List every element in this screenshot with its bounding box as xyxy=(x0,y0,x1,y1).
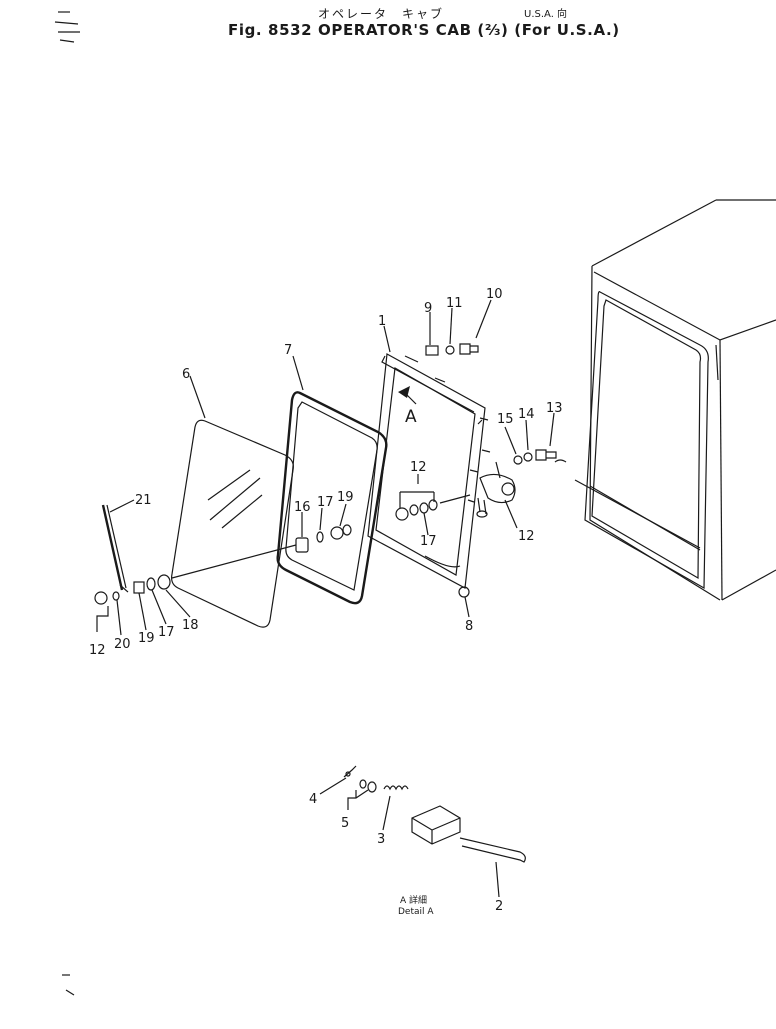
region-label: U.S.A. 向 xyxy=(524,9,568,20)
callout-20: 20 xyxy=(114,637,131,652)
callout-17-latch: 17 xyxy=(420,534,437,549)
nut-8 xyxy=(458,586,470,598)
latch-assembly xyxy=(476,461,516,518)
callout-9: 9 xyxy=(424,301,432,316)
callout-2: 2 xyxy=(495,899,503,914)
scan-marks xyxy=(54,11,80,996)
callout-17-center: 17 xyxy=(317,495,334,510)
callout-3: 3 xyxy=(377,832,385,847)
wiper-assembly xyxy=(94,504,171,605)
callout-11: 11 xyxy=(446,296,463,311)
callout-21: 21 xyxy=(135,493,152,508)
callout-12-right: 12 xyxy=(518,529,535,544)
callout-12-center: 12 xyxy=(410,460,427,475)
callout-15: 15 xyxy=(497,412,514,427)
right-hardware xyxy=(513,449,557,465)
detail-a-en-label: Detail A xyxy=(398,907,434,917)
callout-14: 14 xyxy=(518,407,535,422)
figure-title: Fig. 8532 OPERATOR'S CAB (⅔) (For U.S.A.… xyxy=(228,21,620,39)
callout-numbers: 1 9 11 10 7 6 21 14 15 13 12 12 16 17 19… xyxy=(89,287,563,914)
callout-7: 7 xyxy=(284,343,292,358)
callout-16: 16 xyxy=(294,500,311,515)
detail-a-marker: A xyxy=(405,407,417,427)
top-hardware xyxy=(425,343,479,356)
callout-19-center: 19 xyxy=(337,490,354,505)
cab-body xyxy=(554,199,776,601)
callout-4: 4 xyxy=(309,792,317,807)
detail-a-parts xyxy=(343,765,526,863)
callout-8: 8 xyxy=(465,619,473,634)
leader-lines xyxy=(96,299,555,898)
callout-12-left: 12 xyxy=(89,643,106,658)
detail-a-arrow xyxy=(398,386,417,405)
callout-19-left: 19 xyxy=(138,631,155,646)
callout-1: 1 xyxy=(378,314,386,329)
window-glass xyxy=(171,419,294,628)
callout-6: 6 xyxy=(182,367,190,382)
callout-10: 10 xyxy=(486,287,503,302)
callout-18: 18 xyxy=(182,618,199,633)
window-frame xyxy=(367,353,491,589)
japanese-title: オペレータ キャブ xyxy=(318,7,445,21)
detail-a-jp-label: A 詳細 xyxy=(400,894,427,906)
callout-17-left: 17 xyxy=(158,625,175,640)
callout-5: 5 xyxy=(341,816,349,831)
callout-13: 13 xyxy=(546,401,563,416)
